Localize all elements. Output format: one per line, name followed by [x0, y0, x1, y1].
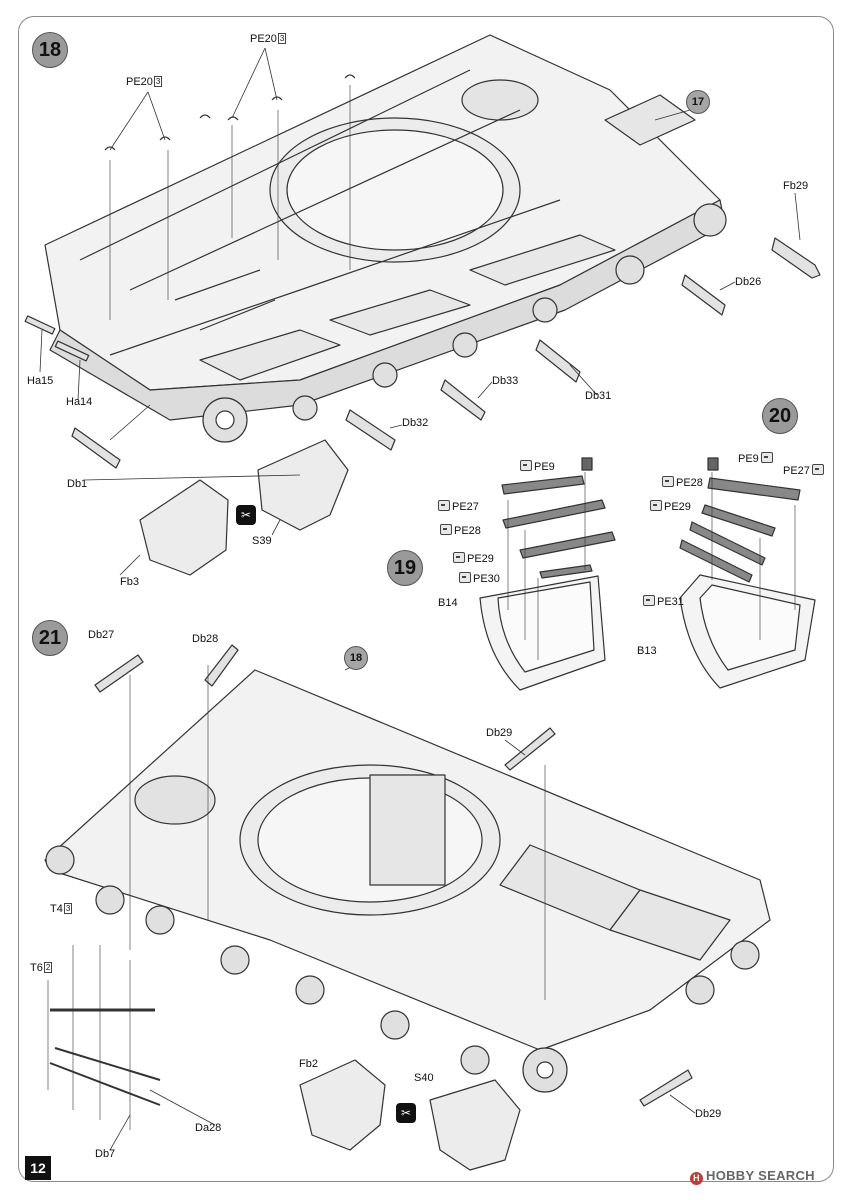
step21-hull [44, 644, 771, 1171]
ref-step-18: 18 [344, 646, 368, 670]
label-ha14: Ha14 [66, 396, 93, 408]
label-fb3: Fb3 [120, 576, 139, 588]
label-db27: Db27 [88, 629, 115, 641]
label-db1: Db1 [67, 478, 88, 490]
step-number-20: 20 [762, 398, 798, 434]
label-20-pe31: PE31 [643, 595, 684, 608]
step-number-21: 21 [32, 620, 68, 656]
label-b14: B14 [438, 597, 458, 609]
label-19-pe27: PE27 [438, 500, 479, 513]
label-19-pe9: PE9 [520, 460, 555, 473]
label-db7: Db7 [95, 1148, 116, 1160]
label-fb2: Fb2 [299, 1058, 318, 1070]
watermark-logo-icon: H [690, 1172, 703, 1185]
label-20-pe27: PE27 [783, 464, 824, 477]
step18-parts [24, 74, 821, 576]
label-db26: Db26 [735, 276, 762, 288]
label-db28: Db28 [192, 633, 219, 645]
label-19-pe28: PE28 [440, 524, 481, 537]
page-number: 12 [25, 1156, 51, 1180]
label-19-pe30: PE30 [459, 572, 500, 585]
ref-step-17: 17 [686, 90, 710, 114]
label-db32: Db32 [402, 417, 429, 429]
step19-box [479, 457, 616, 691]
glue-icon-2: ✂ [396, 1103, 416, 1123]
label-19-pe29: PE29 [453, 552, 494, 565]
leader-lines [39, 47, 801, 1151]
step-number-19: 19 [387, 550, 423, 586]
label-db33: Db33 [492, 375, 519, 387]
label-db29-upper: Db29 [486, 727, 513, 739]
label-ha15: Ha15 [27, 375, 54, 387]
label-20-pe29: PE29 [650, 500, 691, 513]
label-s39: S39 [252, 535, 272, 547]
label-db31: Db31 [585, 390, 612, 402]
label-da28: Da28 [195, 1122, 222, 1134]
label-db29-lower: Db29 [695, 1108, 722, 1120]
step18-hull [44, 34, 727, 443]
label-b13: B13 [637, 645, 657, 657]
insertion-lines [47, 85, 796, 1130]
label-fb29: Fb29 [783, 180, 809, 192]
step20-box [679, 457, 816, 689]
label-20-pe28: PE28 [662, 476, 703, 489]
label-20-pe9: PE9 [738, 452, 773, 465]
label-s40: S40 [414, 1072, 434, 1084]
step-number-18: 18 [32, 32, 68, 68]
glue-icon: ✂ [236, 505, 256, 525]
